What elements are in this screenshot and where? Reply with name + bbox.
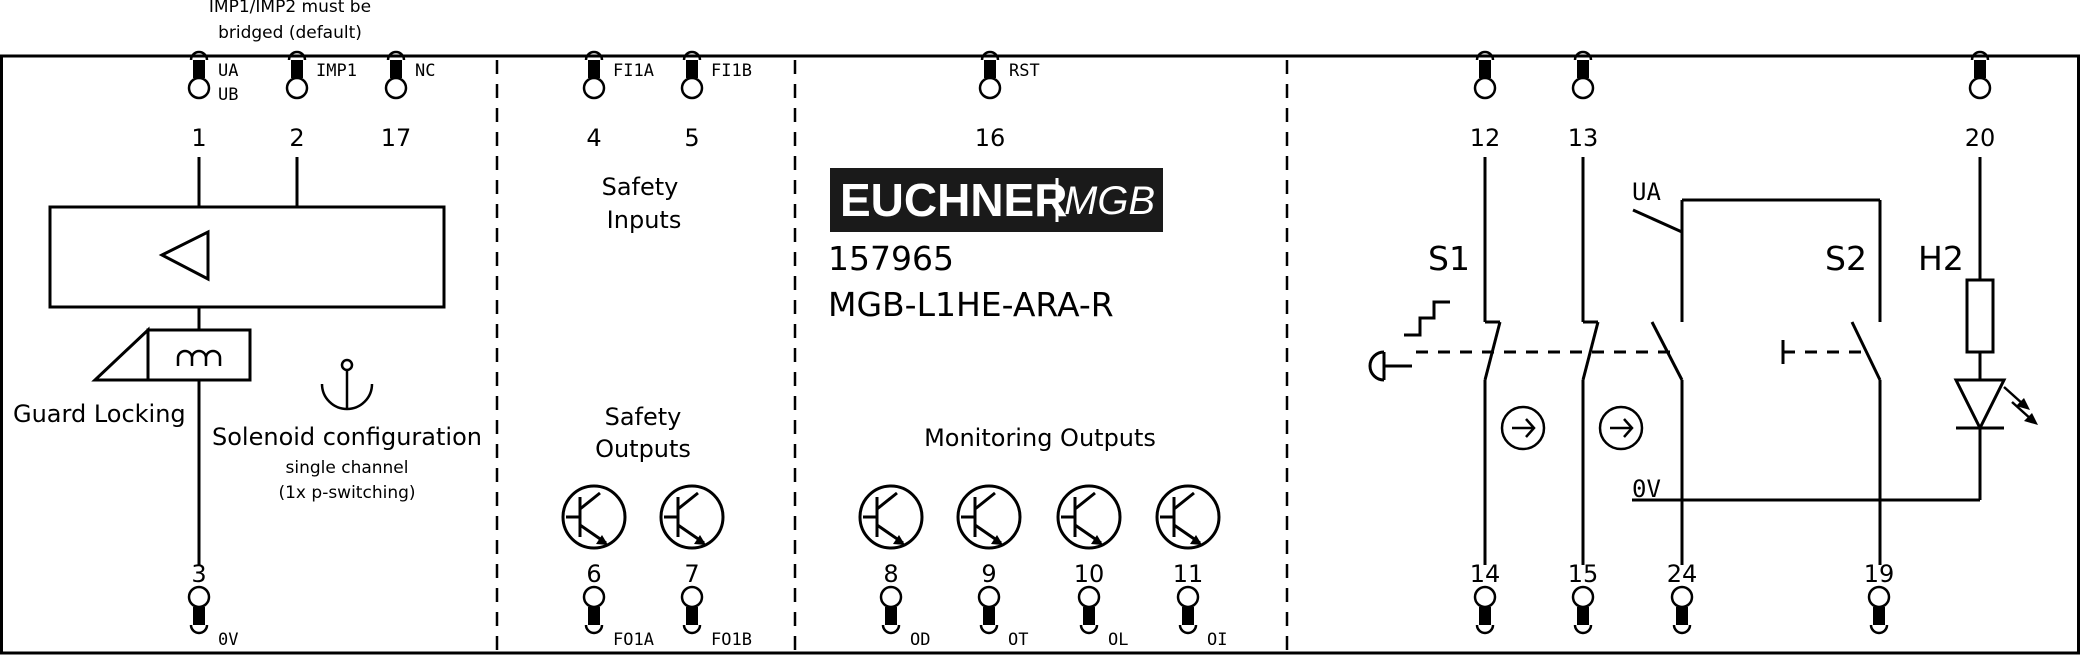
terminal-number: 7 bbox=[684, 560, 699, 588]
terminal-number: 17 bbox=[381, 124, 412, 152]
bridge-note-line1: IMP1/IMP2 must be bbox=[209, 0, 371, 17]
terminal-signal: UB bbox=[218, 85, 238, 105]
transistor-icon bbox=[956, 484, 1022, 550]
frame bbox=[0, 54, 2080, 655]
terminal-signal: UA bbox=[218, 61, 238, 81]
terminal-top-1 bbox=[187, 50, 211, 100]
terminal-number: 8 bbox=[883, 560, 898, 588]
terminal-signal: FO1B bbox=[711, 630, 752, 650]
transistor-icon bbox=[1056, 484, 1122, 550]
coil-icon bbox=[176, 349, 222, 366]
terminal-number: 6 bbox=[586, 560, 601, 588]
transistor-icon bbox=[858, 484, 924, 550]
transistor-icon bbox=[561, 484, 627, 550]
terminal-signal: FI1A bbox=[613, 61, 654, 81]
safety-inputs-label-1: Safety bbox=[602, 173, 679, 201]
terminal-bottom-3 bbox=[187, 585, 211, 635]
euchner-logo bbox=[830, 168, 1163, 232]
terminal-bottom-9 bbox=[977, 585, 1001, 635]
terminal-signal: FI1B bbox=[711, 61, 752, 81]
terminal-top-5 bbox=[680, 50, 704, 100]
terminal-number: 5 bbox=[684, 124, 699, 152]
terminal-bottom-19 bbox=[1867, 585, 1891, 635]
terminal-number: 13 bbox=[1568, 124, 1599, 152]
terminal-signal: NC bbox=[415, 61, 435, 81]
terminal-bottom-14 bbox=[1473, 585, 1497, 635]
terminal-number: 4 bbox=[586, 124, 601, 152]
contact-s2-19 bbox=[1850, 200, 1882, 565]
terminal-top-2 bbox=[285, 50, 309, 100]
terminal-bottom-8 bbox=[879, 585, 903, 635]
terminal-bottom-11 bbox=[1176, 585, 1200, 635]
terminal-bottom-10 bbox=[1077, 585, 1101, 635]
transistor-icon bbox=[1155, 484, 1221, 550]
safety-outputs-label-2: Outputs bbox=[595, 435, 691, 463]
terminal-number: 12 bbox=[1470, 124, 1501, 152]
terminal-top-16 bbox=[978, 50, 1002, 100]
terminal-top-4 bbox=[582, 50, 606, 100]
terminal-bottom-24 bbox=[1670, 585, 1694, 635]
safety-inputs-label-2: Inputs bbox=[607, 206, 682, 234]
triangle-symbol bbox=[158, 229, 210, 282]
monitoring-outputs-label: Monitoring Outputs bbox=[924, 424, 1156, 452]
terminal-bottom-15 bbox=[1571, 585, 1595, 635]
solenoid-config-line1: single channel bbox=[285, 458, 408, 478]
logo-product: MGB bbox=[1064, 179, 1155, 223]
model-number: MGB-L1HE-ARA-R bbox=[828, 285, 1114, 324]
ua-label: UA bbox=[1632, 178, 1661, 206]
terminal-number: 2 bbox=[289, 124, 304, 152]
transistor-icon bbox=[659, 484, 725, 550]
terminal-signal: OI bbox=[1207, 630, 1227, 650]
terminal-number: 11 bbox=[1173, 560, 1204, 588]
terminal-signal: RST bbox=[1009, 61, 1040, 81]
solenoid-coil-box bbox=[146, 328, 252, 382]
terminal-top-13 bbox=[1571, 50, 1595, 100]
guard-locking-label: Guard Locking bbox=[13, 400, 186, 428]
terminal-number: 16 bbox=[975, 124, 1006, 152]
s2-label: S2 bbox=[1825, 239, 1867, 278]
terminal-number: 20 bbox=[1965, 124, 1996, 152]
terminal-top-12 bbox=[1473, 50, 1497, 100]
direction-arrow-icon bbox=[1598, 405, 1644, 451]
terminal-signal: FO1A bbox=[613, 630, 654, 650]
order-number: 157965 bbox=[828, 239, 954, 278]
terminal-bottom-7 bbox=[680, 585, 704, 635]
h2-label: H2 bbox=[1918, 239, 1964, 278]
safety-outputs-label-1: Safety bbox=[605, 403, 682, 431]
terminal-number: 1 bbox=[191, 124, 206, 152]
solenoid-config-line2: (1x p-switching) bbox=[278, 483, 415, 503]
s1-label: S1 bbox=[1428, 239, 1470, 278]
direction-arrow-icon bbox=[1500, 405, 1546, 451]
terminal-signal: OD bbox=[910, 630, 930, 650]
terminal-signal: IMP1 bbox=[316, 61, 357, 81]
terminal-number: 3 bbox=[191, 560, 206, 588]
terminal-number: 9 bbox=[981, 560, 996, 588]
zero-v-label: 0V bbox=[1632, 475, 1661, 503]
terminal-number: 10 bbox=[1074, 560, 1105, 588]
terminal-top-20 bbox=[1968, 50, 1992, 100]
anchor-icon bbox=[320, 358, 374, 411]
solenoid-config-title: Solenoid configuration bbox=[212, 423, 482, 451]
contact-13-15 bbox=[1581, 157, 1600, 565]
s2-actuator bbox=[1781, 340, 1868, 364]
terminal-signal: OL bbox=[1108, 630, 1128, 650]
h2-indicator bbox=[1953, 157, 2038, 500]
actuator-wedge bbox=[91, 326, 150, 382]
terminal-bottom-6 bbox=[582, 585, 606, 635]
logo-brand: EUCHNER bbox=[840, 174, 1067, 226]
terminal-top-17 bbox=[384, 50, 408, 100]
contact-12-14 bbox=[1483, 157, 1502, 565]
terminal-signal: OT bbox=[1008, 630, 1028, 650]
terminal-signal: 0V bbox=[218, 630, 238, 650]
bridge-note-line2: bridged (default) bbox=[218, 23, 362, 43]
guard-locking-block bbox=[48, 205, 446, 309]
s1-actuator bbox=[1368, 300, 1676, 382]
